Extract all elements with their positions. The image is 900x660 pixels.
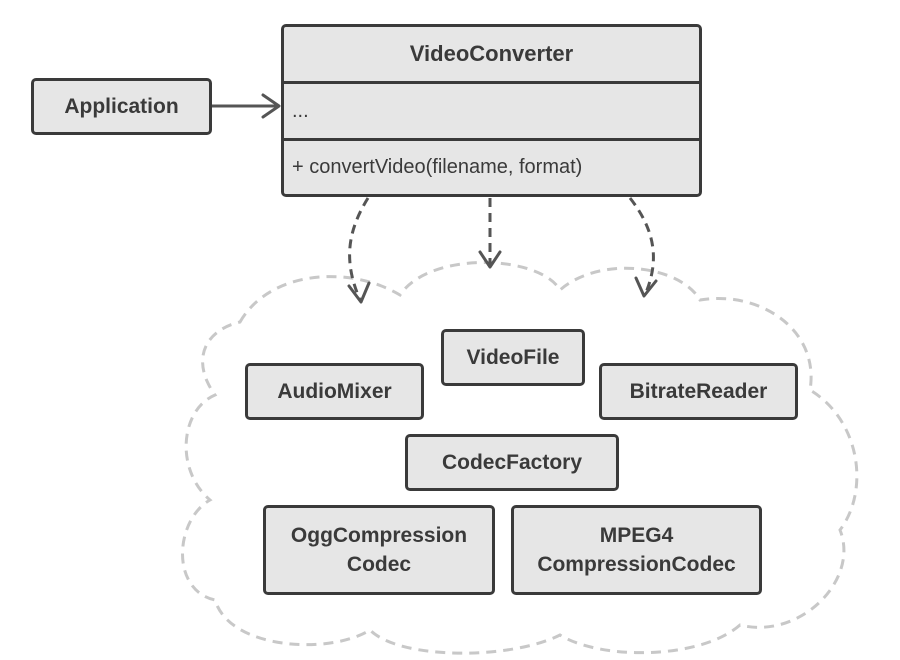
mpeg4-codec-label-line2: CompressionCodec xyxy=(537,553,736,576)
video-converter-class: VideoConverter ... + convertVideo(filena… xyxy=(281,24,702,197)
bitrate-reader-box: BitrateReader xyxy=(599,363,798,420)
video-file-label: VideoFile xyxy=(466,346,560,369)
class-name: VideoConverter xyxy=(409,41,574,66)
video-file-box: VideoFile xyxy=(441,329,585,386)
bitrate-reader-label: BitrateReader xyxy=(629,380,768,403)
association-arrowhead xyxy=(261,93,281,119)
class-fields-section: ... xyxy=(284,84,699,141)
ogg-codec-label-line2: Codec xyxy=(346,553,412,576)
codec-factory-label: CodecFactory xyxy=(441,451,583,474)
mpeg4-codec-label-line1: MPEG4 xyxy=(599,524,674,547)
class-operation: + convertVideo(filename, format) xyxy=(292,156,583,178)
audio-mixer-label: AudioMixer xyxy=(277,380,392,403)
class-operations-section: + convertVideo(filename, format) xyxy=(284,141,699,194)
codec-factory-box: CodecFactory xyxy=(405,434,619,491)
ogg-codec-box: OggCompression Codec xyxy=(263,505,495,595)
mpeg4-codec-box: MPEG4 CompressionCodec xyxy=(511,505,762,595)
class-fields: ... xyxy=(292,99,309,122)
ogg-codec-label-line1: OggCompression xyxy=(290,524,468,547)
dependency-arrow-left xyxy=(348,197,370,301)
subsystem-cloud xyxy=(181,261,859,655)
dependency-arrowhead-right xyxy=(634,276,658,298)
class-name-section: VideoConverter xyxy=(284,27,699,84)
audio-mixer-box: AudioMixer xyxy=(245,363,424,420)
dependency-arrowhead-left xyxy=(347,281,371,304)
application-label: Application xyxy=(64,95,179,118)
application-box: Application xyxy=(31,78,212,135)
dependency-arrow-right xyxy=(628,197,655,296)
dependency-arrowhead-center xyxy=(478,250,502,269)
